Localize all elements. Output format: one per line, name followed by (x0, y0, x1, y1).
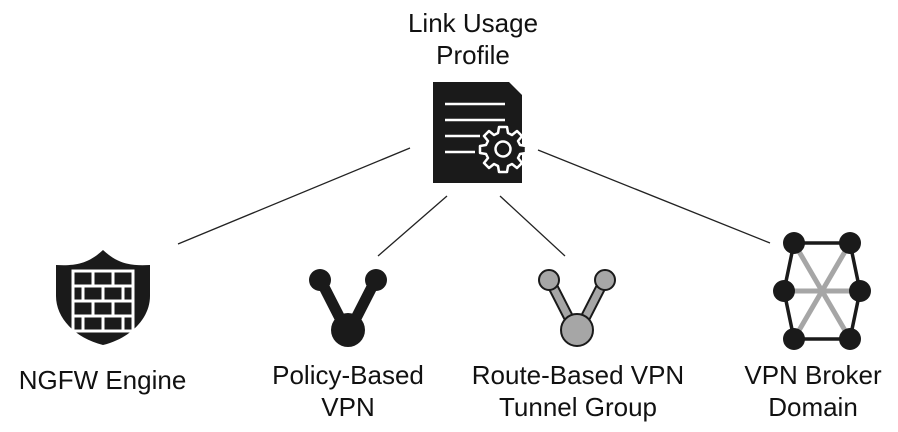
node-label-route-vpn: Route-Based VPN Tunnel Group (460, 359, 696, 423)
connector-policy-vpn (377, 195, 448, 257)
node-label-ngfw: NGFW Engine (0, 364, 205, 396)
center-title-line1: Link Usage (407, 8, 539, 38)
connector-route-vpn (499, 195, 566, 257)
hexagon-network-icon (773, 232, 871, 350)
connectors (177, 147, 771, 257)
vpn-branch-dark-icon (309, 269, 387, 347)
node-label-route-vpn-line2: Tunnel Group (498, 392, 658, 422)
node-label-broker: VPN Broker Domain (738, 359, 888, 423)
node-label-route-vpn-line1: Route-Based VPN (471, 360, 685, 390)
center-title: Link Usage Profile (398, 7, 548, 71)
node-label-policy-vpn-line2: VPN (321, 392, 375, 422)
document-gear-icon (433, 82, 528, 183)
center-title-line2: Profile (436, 40, 510, 70)
node-label-broker-line1: VPN Broker (744, 360, 882, 390)
connector-ngfw (177, 147, 411, 245)
node-label-broker-line2: Domain (768, 392, 858, 422)
firewall-shield-icon (56, 250, 150, 345)
node-label-ngfw-line1: NGFW Engine (18, 365, 187, 395)
node-label-policy-vpn-line1: Policy-Based (272, 360, 424, 390)
connector-broker (537, 149, 771, 244)
vpn-branch-gray-icon (538, 269, 616, 347)
node-label-policy-vpn: Policy-Based VPN (258, 359, 438, 423)
